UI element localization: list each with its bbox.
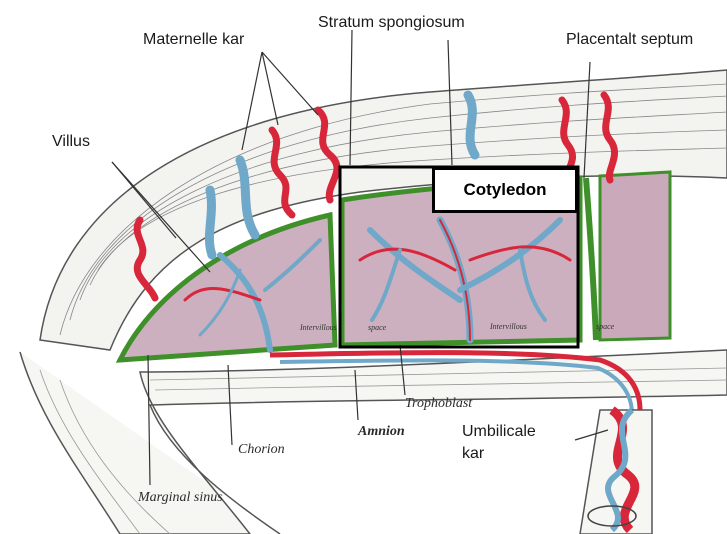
engraved-label-amnion: Amnion bbox=[358, 424, 405, 440]
umbilical-cord bbox=[580, 410, 652, 534]
label-cotyledon: Cotyledon bbox=[463, 180, 546, 200]
engraved-label-intervillous-1: Intervillous bbox=[300, 323, 337, 332]
engraved-label-intervillous-2: Intervillous bbox=[490, 322, 527, 331]
engraved-label-space-2: space bbox=[596, 322, 614, 331]
label-placental-septum: Placentalt septum bbox=[566, 30, 693, 49]
cotyledon-label-box: Cotyledon bbox=[432, 167, 578, 213]
intervillous-space-right bbox=[600, 172, 670, 340]
engraved-label-space-1: space bbox=[368, 323, 386, 332]
label-maternal-vessels: Maternelle kar bbox=[143, 30, 244, 49]
label-umbilical-vessels-2: kar bbox=[462, 444, 484, 463]
engraved-label-chorion: Chorion bbox=[238, 442, 285, 458]
label-villus: Villus bbox=[52, 132, 90, 151]
label-umbilical-vessels-1: Umbilicale bbox=[462, 422, 536, 441]
engraved-label-trophoblast: Trophoblast bbox=[405, 396, 472, 412]
engraved-label-marginal-sinus: Marginal sinus bbox=[138, 490, 223, 506]
label-stratum-spongiosum: Stratum spongiosum bbox=[318, 13, 465, 32]
placental-septum bbox=[586, 178, 596, 340]
